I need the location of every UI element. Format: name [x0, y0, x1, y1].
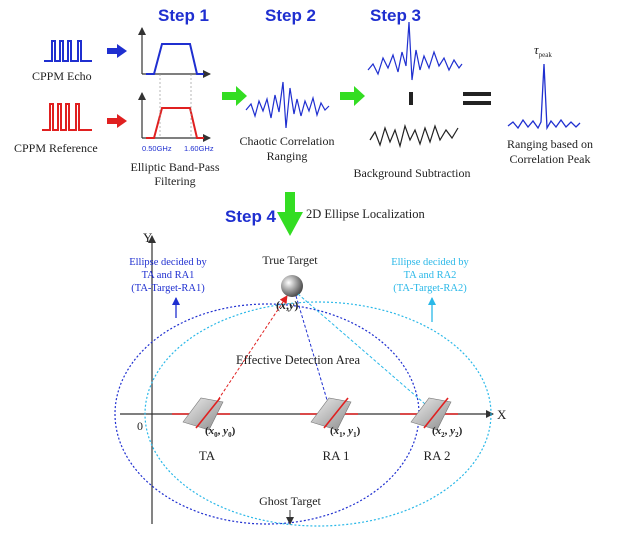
ghost-target-label: Ghost Target [259, 494, 321, 508]
cppm-reference-pulses [42, 103, 92, 131]
step3-label: Step 3 [370, 6, 421, 25]
step2-label: Step 2 [265, 6, 316, 25]
filter-response-red [138, 92, 211, 142]
antenna-ra2-csx: 2 [441, 431, 445, 439]
ellipse-ra1-line3: (TA-Target-RA1) [131, 283, 205, 294]
ellipse-ra2-annotation: Ellipse decided by TA and RA2 (TA-Target… [391, 257, 469, 294]
antenna-ta [172, 397, 230, 431]
step4-label: Step 4 [225, 207, 277, 226]
equals-sign [463, 92, 491, 105]
antenna-ra2-coordinate: (x2, y2) [432, 425, 463, 439]
antenna-ta-cy: y [221, 425, 228, 437]
filter-high-frequency: 1.60GHz [184, 144, 214, 153]
ellipse-ra2-line2: TA and RA2 [404, 270, 457, 281]
path-ta-to-target [209, 295, 288, 413]
target-y: y [287, 298, 295, 312]
minus-sign [409, 92, 413, 105]
peak-label-line2: Correlation Peak [510, 152, 591, 166]
antenna-ta-cx: x [208, 425, 215, 437]
ellipse-ra2-line3: (TA-Target-RA2) [393, 283, 467, 294]
antenna-ra2-csy: 2 [455, 431, 459, 439]
peak-label-line1: Ranging based on [507, 137, 593, 151]
filter-response-blue [138, 27, 211, 78]
antenna-ra1-csx: 1 [339, 431, 343, 439]
tau-peak-symbol: τpeak [534, 42, 552, 59]
ellipse-ra1-line1: Ellipse decided by [129, 257, 207, 268]
tau-symbol: τ [534, 42, 540, 57]
target-x: x [279, 298, 286, 312]
true-target-ball [281, 275, 303, 297]
ranging-label-line2: Ranging [267, 149, 308, 163]
cppm-reference-label: CPPM Reference [14, 141, 98, 155]
ellipse-ra1-line2: TA and RA1 [142, 270, 195, 281]
ellipse-ta-ra2 [144, 301, 492, 527]
antenna-ra1 [300, 397, 358, 431]
background-signal [369, 123, 459, 149]
antenna-ra1-csy: 1 [353, 431, 357, 439]
localization-label: 2D Ellipse Localization [306, 207, 425, 221]
antenna-ta-csy: 0 [228, 431, 232, 439]
antenna-ra1-cy: y [346, 425, 353, 437]
origin-label: 0 [137, 419, 143, 433]
x-axis-label: X [497, 407, 507, 422]
effective-detection-area-label: Effective Detection Area [236, 353, 360, 367]
green-arrow-step2 [222, 86, 247, 106]
echo-arrow [107, 44, 127, 58]
antenna-ta-label: TA [199, 448, 216, 463]
green-arrow-step4 [277, 192, 303, 236]
target-response-signal [367, 21, 463, 81]
true-target-coordinate: (x,y) [276, 298, 298, 312]
antenna-ra2-cy: y [448, 425, 455, 437]
reference-arrow [107, 114, 127, 128]
antenna-ra2 [400, 397, 458, 431]
antenna-ra2-label: RA 2 [423, 448, 450, 463]
cppm-echo-label: CPPM Echo [32, 69, 92, 83]
filter-label-line2: Filtering [154, 174, 195, 188]
background-subtraction-label: Background Subtraction [354, 166, 471, 180]
antenna-ra1-label: RA 1 [322, 448, 349, 463]
y-axis-label: Y [143, 230, 153, 245]
filter-low-frequency: 0.50GHz [142, 144, 172, 153]
antenna-ta-coordinate: (x0, y0) [205, 425, 236, 439]
ellipse-ra2-line1: Ellipse decided by [391, 257, 469, 268]
cppm-echo-pulses [44, 40, 92, 62]
ranging-label-line1: Chaotic Correlation [240, 134, 335, 148]
filter-label-line1: Elliptic Band-Pass [131, 160, 220, 174]
correlation-peak-signal [507, 63, 581, 131]
antenna-ra1-cx: x [333, 425, 340, 437]
true-target-label: True Target [262, 253, 318, 267]
green-arrow-step3 [340, 86, 365, 106]
tau-subscript: peak [539, 51, 553, 59]
ellipse-ra1-annotation: Ellipse decided by TA and RA1 (TA-Target… [129, 257, 207, 294]
path-target-to-ra2 [297, 293, 433, 411]
step1-label: Step 1 [158, 6, 209, 25]
antenna-ra1-coordinate: (x1, y1) [330, 425, 361, 439]
antenna-ra2-cx: x [435, 425, 442, 437]
chaotic-correlation-signal [245, 81, 330, 129]
antenna-ta-csx: 0 [214, 431, 218, 439]
